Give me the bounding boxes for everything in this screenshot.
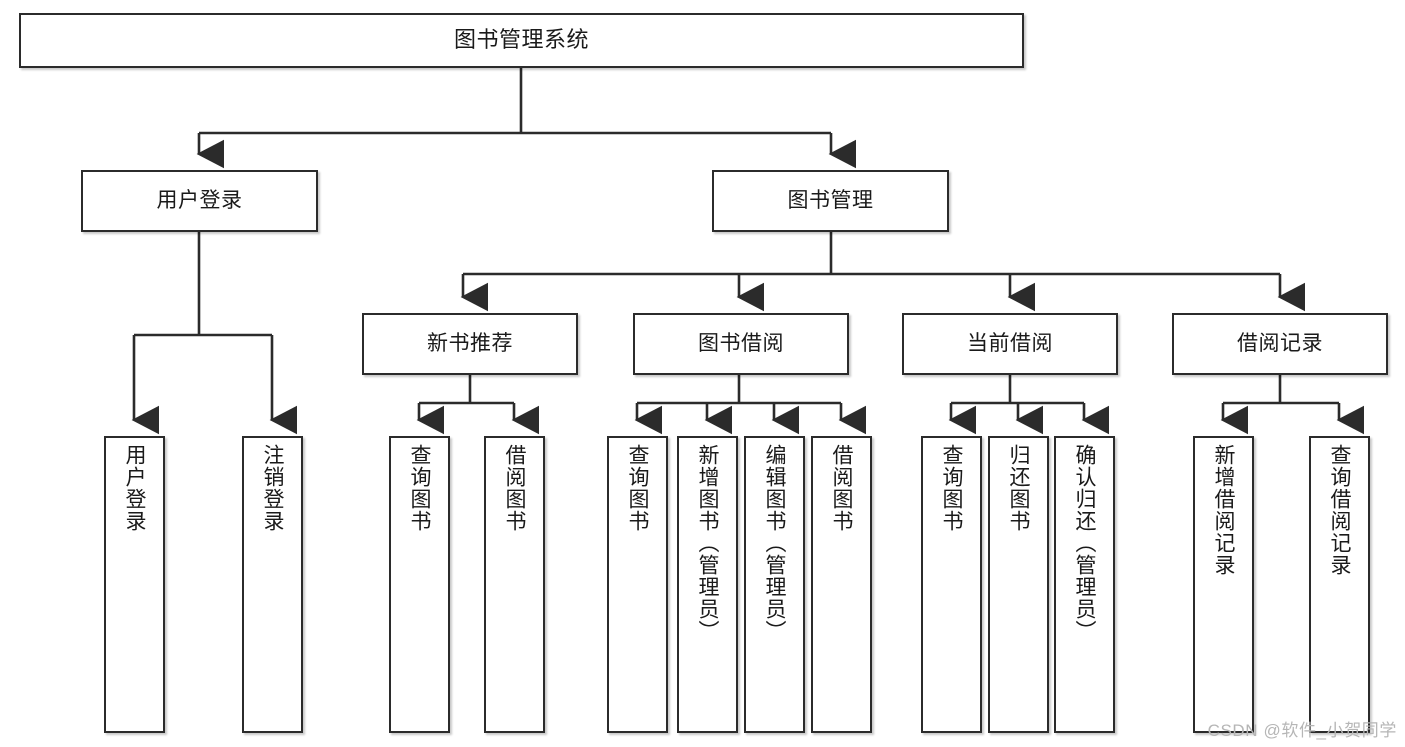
node-leaf-return-book[interactable]: 归还图书 (988, 436, 1049, 733)
node-leaf-query-book-1-label: 查询图书 (408, 444, 431, 532)
node-leaf-borrow-book-2[interactable]: 借阅图书 (811, 436, 872, 733)
node-leaf-query-record-label: 查询借阅记录 (1328, 444, 1351, 576)
node-borrow-record[interactable]: 借阅记录 (1172, 313, 1388, 375)
node-leaf-logout-label: 注销登录 (261, 444, 284, 532)
node-user-login[interactable]: 用户登录 (81, 170, 318, 232)
node-book-borrow[interactable]: 图书借阅 (633, 313, 849, 375)
csdn-watermark: CSDN @软件_小贺同学 (1207, 721, 1397, 740)
node-leaf-user-login-label: 用户登录 (123, 444, 146, 532)
node-leaf-borrow-book-1[interactable]: 借阅图书 (484, 436, 545, 733)
node-leaf-confirm-return-label: 确认归还（管理员） (1073, 444, 1096, 642)
node-leaf-query-book-1[interactable]: 查询图书 (389, 436, 450, 733)
node-leaf-query-book-3-label: 查询图书 (940, 444, 963, 532)
node-leaf-add-book-label: 新增图书（管理员） (696, 444, 719, 642)
node-leaf-query-record[interactable]: 查询借阅记录 (1309, 436, 1370, 733)
node-leaf-query-book-2[interactable]: 查询图书 (607, 436, 668, 733)
node-leaf-query-book-2-label: 查询图书 (626, 444, 649, 532)
node-leaf-borrow-book-1-label: 借阅图书 (503, 444, 526, 532)
node-book-borrow-label: 图书借阅 (698, 332, 784, 356)
node-leaf-return-book-label: 归还图书 (1007, 444, 1030, 532)
node-new-book-recommend[interactable]: 新书推荐 (362, 313, 578, 375)
node-leaf-edit-book-label: 编辑图书（管理员） (763, 444, 786, 642)
node-leaf-borrow-book-2-label: 借阅图书 (830, 444, 853, 532)
node-leaf-logout[interactable]: 注销登录 (242, 436, 303, 733)
node-current-borrow[interactable]: 当前借阅 (902, 313, 1118, 375)
node-leaf-confirm-return[interactable]: 确认归还（管理员） (1054, 436, 1115, 733)
node-root-label: 图书管理系统 (453, 27, 589, 53)
node-new-book-recommend-label: 新书推荐 (427, 332, 513, 356)
node-leaf-user-login[interactable]: 用户登录 (104, 436, 165, 733)
node-leaf-add-record[interactable]: 新增借阅记录 (1193, 436, 1254, 733)
node-root[interactable]: 图书管理系统 (19, 13, 1024, 68)
node-leaf-edit-book[interactable]: 编辑图书（管理员） (744, 436, 805, 733)
node-leaf-add-record-label: 新增借阅记录 (1212, 444, 1235, 576)
node-user-login-label: 用户登录 (156, 189, 243, 213)
node-book-management[interactable]: 图书管理 (712, 170, 949, 232)
node-borrow-record-label: 借阅记录 (1237, 332, 1323, 356)
node-book-management-label: 图书管理 (787, 189, 874, 213)
node-current-borrow-label: 当前借阅 (967, 332, 1053, 356)
node-leaf-query-book-3[interactable]: 查询图书 (921, 436, 982, 733)
node-leaf-add-book[interactable]: 新增图书（管理员） (677, 436, 738, 733)
